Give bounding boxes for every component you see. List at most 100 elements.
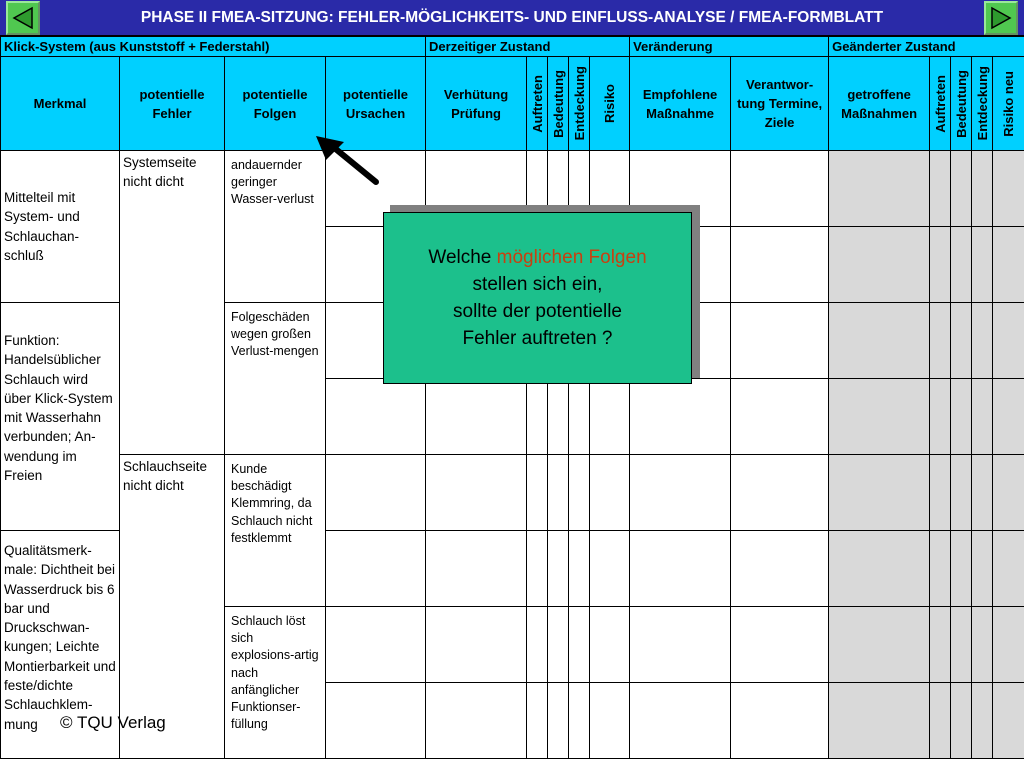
verantwortung-cell[interactable] — [730, 226, 830, 303]
risiko-cell[interactable] — [589, 454, 631, 531]
auftreten-neu-cell[interactable] — [929, 682, 952, 759]
verantwortung-cell[interactable] — [730, 454, 830, 531]
risiko-neu-cell[interactable] — [992, 378, 1024, 455]
risiko-neu-cell[interactable] — [992, 226, 1024, 303]
entdeckung-neu-cell[interactable] — [971, 454, 994, 531]
fehler-text: Systemseite nicht dicht — [123, 155, 197, 190]
empfohlene-cell[interactable] — [629, 682, 732, 759]
entdeckung-neu-cell[interactable] — [971, 682, 994, 759]
fehler-cell[interactable]: Systemseite nicht dicht — [119, 150, 225, 455]
next-slide-button[interactable] — [984, 1, 1018, 35]
entdeckung-cell[interactable] — [568, 606, 591, 683]
getroffene-cell[interactable] — [828, 454, 931, 531]
verhuetung-cell[interactable] — [425, 378, 528, 455]
auftreten-neu-cell[interactable] — [929, 530, 952, 607]
entdeckung-cell[interactable] — [568, 454, 591, 531]
column-header-risiko-neu-label: Risiko neu — [1001, 70, 1017, 137]
auftreten-cell[interactable] — [526, 682, 549, 759]
auftreten-cell[interactable] — [526, 454, 549, 531]
bedeutung-neu-cell[interactable] — [950, 454, 973, 531]
verhuetung-cell[interactable] — [425, 606, 528, 683]
empfohlene-cell[interactable] — [629, 378, 732, 455]
entdeckung-neu-cell[interactable] — [971, 226, 994, 303]
previous-slide-button[interactable] — [6, 1, 40, 35]
ursachen-cell[interactable] — [324, 530, 427, 607]
bedeutung-neu-cell[interactable] — [950, 226, 973, 303]
auftreten-cell[interactable] — [526, 606, 549, 683]
ursachen-cell[interactable] — [324, 454, 427, 531]
merkmal-cell[interactable]: Mittelteil mit System- und Schlauchan-sc… — [0, 150, 120, 303]
empfohlene-cell[interactable] — [629, 454, 732, 531]
folgen-cell[interactable]: Schlauch löst sich explosions-artig nach… — [224, 606, 326, 759]
bedeutung-neu-cell[interactable] — [950, 378, 973, 455]
bedeutung-neu-cell[interactable] — [950, 302, 973, 379]
bedeutung-cell[interactable] — [547, 682, 570, 759]
getroffene-cell[interactable] — [828, 302, 931, 379]
auftreten-neu-cell[interactable] — [929, 454, 952, 531]
auftreten-neu-cell[interactable] — [929, 226, 952, 303]
ursachen-cell[interactable] — [324, 682, 427, 759]
verhuetung-cell[interactable] — [425, 454, 528, 531]
group-header-change: Veränderung — [629, 36, 830, 57]
bedeutung-cell[interactable] — [547, 378, 570, 455]
verhuetung-cell[interactable] — [425, 530, 528, 607]
folgen-cell[interactable]: Folgeschäden wegen großen Verlust-mengen — [224, 302, 326, 455]
bedeutung-cell[interactable] — [547, 530, 570, 607]
risiko-neu-cell[interactable] — [992, 606, 1024, 683]
bedeutung-neu-cell[interactable] — [950, 530, 973, 607]
verantwortung-cell[interactable] — [730, 150, 830, 227]
folgen-cell[interactable]: andauernder geringer Wasser-verlust — [224, 150, 326, 303]
auftreten-cell[interactable] — [526, 378, 549, 455]
risiko-neu-cell[interactable] — [992, 454, 1024, 531]
auftreten-neu-cell[interactable] — [929, 150, 952, 227]
entdeckung-neu-cell[interactable] — [971, 302, 994, 379]
getroffene-cell[interactable] — [828, 530, 931, 607]
auftreten-neu-cell[interactable] — [929, 378, 952, 455]
auftreten-cell[interactable] — [526, 530, 549, 607]
entdeckung-cell[interactable] — [568, 682, 591, 759]
merkmal-cell[interactable]: Funktion: Handelsüblicher Schlauch wird … — [0, 302, 120, 531]
risiko-neu-cell[interactable] — [992, 150, 1024, 227]
getroffene-cell[interactable] — [828, 226, 931, 303]
verantwortung-cell[interactable] — [730, 606, 830, 683]
entdeckung-neu-cell[interactable] — [971, 378, 994, 455]
verantwortung-cell[interactable] — [730, 302, 830, 379]
bedeutung-cell[interactable] — [547, 454, 570, 531]
entdeckung-neu-cell[interactable] — [971, 530, 994, 607]
risiko-neu-cell[interactable] — [992, 302, 1024, 379]
risiko-cell[interactable] — [589, 682, 631, 759]
merkmal-cell[interactable]: Qualitätsmerk-male: Dichtheit bei Wasser… — [0, 530, 120, 759]
bedeutung-neu-cell[interactable] — [950, 606, 973, 683]
bedeutung-neu-cell[interactable] — [950, 150, 973, 227]
verhuetung-cell[interactable] — [425, 682, 528, 759]
getroffene-cell[interactable] — [828, 150, 931, 227]
column-header-fehler: potentielle Fehler — [119, 56, 225, 151]
entdeckung-cell[interactable] — [568, 530, 591, 607]
bedeutung-cell[interactable] — [547, 606, 570, 683]
entdeckung-cell[interactable] — [568, 378, 591, 455]
getroffene-cell[interactable] — [828, 606, 931, 683]
ursachen-cell[interactable] — [324, 606, 427, 683]
getroffene-cell[interactable] — [828, 378, 931, 455]
risiko-neu-cell[interactable] — [992, 682, 1024, 759]
verantwortung-cell[interactable] — [730, 378, 830, 455]
entdeckung-neu-cell[interactable] — [971, 150, 994, 227]
bedeutung-neu-cell[interactable] — [950, 682, 973, 759]
verantwortung-cell[interactable] — [730, 682, 830, 759]
auftreten-neu-cell[interactable] — [929, 606, 952, 683]
column-header-empfohlene: Empfohlene Maßnahme — [629, 56, 732, 151]
risiko-cell[interactable] — [589, 530, 631, 607]
entdeckung-neu-cell[interactable] — [971, 606, 994, 683]
ursachen-cell[interactable] — [324, 378, 427, 455]
empfohlene-cell[interactable] — [629, 530, 732, 607]
triangle-right-icon — [991, 6, 1012, 30]
getroffene-cell[interactable] — [828, 682, 931, 759]
auftreten-neu-cell[interactable] — [929, 302, 952, 379]
verantwortung-cell[interactable] — [730, 530, 830, 607]
risiko-cell[interactable] — [589, 606, 631, 683]
fehler-cell[interactable]: Schlauchseite nicht dicht — [119, 454, 225, 759]
risiko-neu-cell[interactable] — [992, 530, 1024, 607]
risiko-cell[interactable] — [589, 378, 631, 455]
folgen-cell[interactable]: Kunde beschädigt Klemmring, da Schlauch … — [224, 454, 326, 607]
empfohlene-cell[interactable] — [629, 606, 732, 683]
